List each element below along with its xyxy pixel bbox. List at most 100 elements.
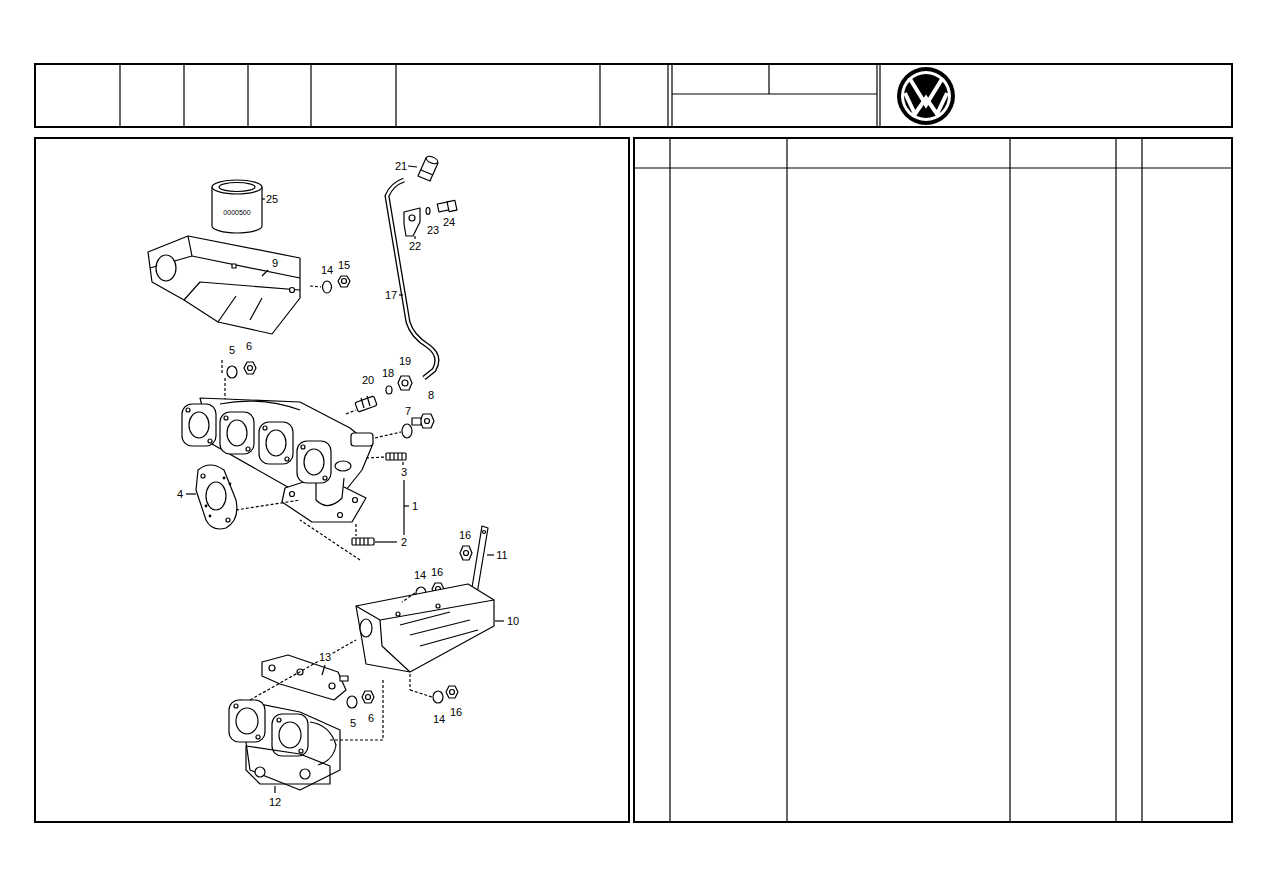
stud-part: [352, 538, 374, 545]
dashed-guide: [221, 360, 222, 375]
heat-shield: [290, 288, 295, 293]
union-fitting: [421, 170, 433, 175]
dashed-guide: [375, 432, 401, 438]
dashed-guide: [250, 640, 356, 700]
banjo-bolt: [420, 414, 434, 428]
page-frame: [35, 64, 1232, 822]
callout-bracket: [404, 505, 409, 506]
exhaust-manifold: [335, 461, 351, 471]
gasket-part: [226, 518, 230, 522]
heat-shield: [218, 296, 236, 322]
exhaust-manifold: [229, 700, 265, 742]
exhaust-manifold: [272, 714, 308, 756]
page-frame: [35, 64, 1232, 127]
sensor-part: [367, 396, 370, 406]
gasket-part: [196, 465, 237, 529]
washer-part: [386, 386, 392, 394]
support-strap: [487, 554, 494, 555]
stud-part: [366, 457, 385, 458]
callout-number: 16: [430, 567, 444, 578]
gasket-part: [246, 746, 330, 793]
sleeve-part: [219, 183, 255, 192]
exhaust-manifold: [259, 422, 293, 464]
banjo-bolt: [412, 418, 421, 425]
heat-shield: [148, 236, 300, 334]
heat-shield: [188, 236, 300, 278]
callout-bracket: [403, 480, 404, 535]
exhaust-manifold: [256, 735, 260, 739]
cover-plate: [262, 655, 346, 700]
callout-number: 23: [426, 225, 440, 236]
heat-shield-bracket: [420, 630, 478, 646]
exhaust-manifold: [285, 457, 289, 461]
nut-part: [362, 691, 374, 703]
nut-part: [398, 376, 412, 390]
callout-number: 5: [349, 718, 357, 729]
vw-logo: [897, 67, 955, 125]
page-frame: [634, 138, 1232, 822]
exhaust-manifold: [234, 704, 238, 708]
callout-number: 16: [458, 530, 472, 541]
stud-part: [359, 538, 360, 545]
dashed-guide: [382, 680, 383, 740]
callout-number: 4: [176, 489, 184, 500]
sensor-part: [361, 398, 364, 408]
callout-number: 16: [449, 707, 463, 718]
callout-number: 7: [404, 406, 412, 417]
callout-number: 22: [408, 241, 422, 252]
exhaust-manifold: [277, 718, 281, 722]
page-frame: [667, 64, 668, 127]
pipe-part: [387, 180, 437, 378]
dashed-guide: [409, 674, 410, 690]
vw-logo: [897, 67, 955, 125]
page-frame: [672, 93, 877, 94]
page-frame: [786, 138, 787, 822]
sensor-part: [355, 396, 377, 412]
union-fitting: [425, 155, 438, 165]
nut-part: [402, 380, 408, 386]
callout-number: 14: [413, 570, 427, 581]
banjo-bolt: [412, 414, 434, 428]
gasket-part: [300, 769, 310, 779]
nut-part: [342, 279, 347, 284]
gasket-part: [255, 767, 265, 777]
exhaust-manifold: [220, 401, 300, 410]
page-frame: [1115, 138, 1116, 822]
callout-bracket: [404, 480, 409, 535]
gasket-part: [229, 483, 231, 485]
tube-bracket: [404, 208, 420, 239]
callout-number: 14: [432, 714, 446, 725]
page-frame: [247, 64, 248, 127]
exhaust-manifold: [290, 492, 295, 497]
nut-part: [450, 690, 455, 695]
dashed-guide: [310, 286, 321, 287]
gasket-part: [186, 465, 300, 529]
exhaust-manifold: [310, 722, 336, 765]
gasket-part: [246, 746, 330, 784]
dashed-guide: [224, 378, 225, 400]
stud-part: [352, 524, 397, 545]
stud-part: [386, 453, 406, 460]
gasket-part: [209, 515, 211, 517]
part-marking: 0000500: [222, 209, 251, 216]
gasket-part: [223, 477, 225, 479]
exhaust-manifold: [186, 408, 190, 412]
tube-bracket: [414, 236, 415, 239]
callout-number: 24: [442, 217, 456, 228]
stud-part: [402, 462, 403, 465]
exhaust-manifold: [189, 412, 209, 438]
stud-part: [397, 453, 398, 460]
stud-part: [355, 538, 356, 545]
callout-number: 5: [228, 345, 236, 356]
dashed-guide: [330, 739, 383, 740]
pipe-part: [399, 294, 403, 295]
gasket-part: [205, 505, 207, 507]
page-frame: [395, 64, 396, 127]
pipe-part: [387, 180, 437, 378]
union-fitting: [408, 166, 417, 167]
washer-part: [433, 691, 443, 703]
tube-bracket: [409, 215, 415, 221]
sensor-part: [355, 396, 377, 412]
callout-number: 15: [337, 260, 351, 271]
